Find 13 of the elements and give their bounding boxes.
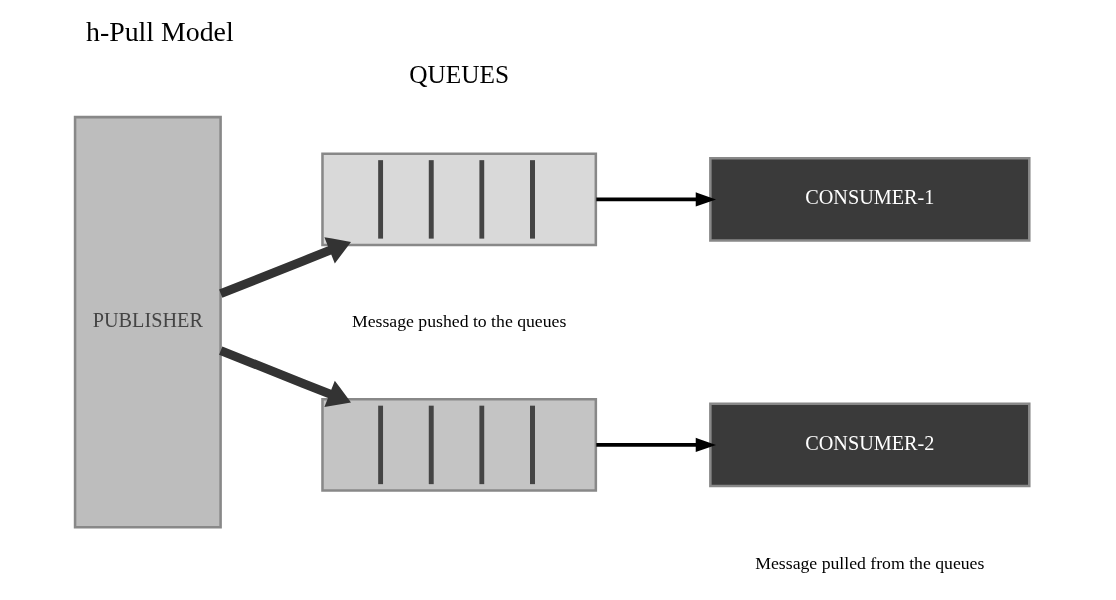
label: Message pulled from the queues xyxy=(754,552,984,573)
arrow xyxy=(218,237,351,298)
arrow xyxy=(218,346,351,408)
label: QUEUES xyxy=(408,59,509,88)
node-box: PUBLISHER xyxy=(73,115,222,529)
node-box: CONSUMER-2 xyxy=(708,402,1031,488)
node-bar xyxy=(320,398,597,492)
label: Message pushed to the queues xyxy=(351,310,566,331)
node-box: CONSUMER-1 xyxy=(708,157,1031,242)
diagram-title: h-Pull Model xyxy=(85,15,234,47)
arrow xyxy=(595,437,716,452)
node-bar xyxy=(320,152,597,247)
arrow xyxy=(595,192,716,207)
